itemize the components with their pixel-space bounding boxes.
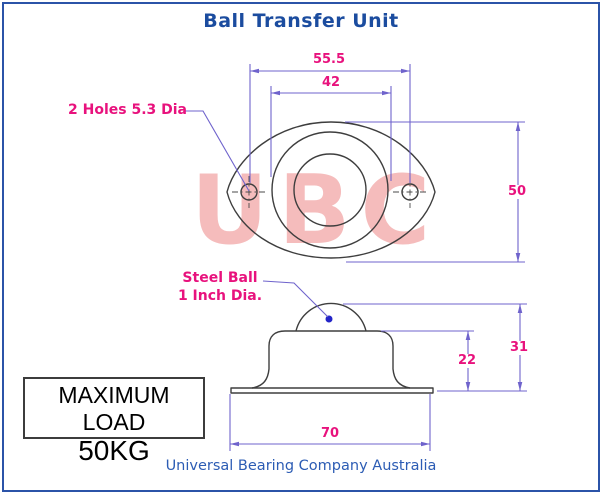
dim-base-width: 70 bbox=[320, 426, 340, 441]
dim-hole-spacing: 55.5 bbox=[312, 52, 346, 67]
ball-marker-dot bbox=[325, 315, 333, 323]
holes-label: 2 Holes 5.3 Dia bbox=[68, 102, 187, 118]
page-title: Ball Transfer Unit bbox=[203, 10, 399, 32]
housing-circle bbox=[271, 131, 389, 249]
dim-total-height: 31 bbox=[508, 340, 531, 355]
steel-ball-leader-line bbox=[262, 280, 329, 318]
dimension-arrowheads bbox=[230, 68, 523, 447]
dim-flange-height: 50 bbox=[506, 184, 529, 199]
side-view-outline bbox=[230, 302, 434, 394]
ball-dome bbox=[295, 302, 367, 332]
cup-profile bbox=[251, 330, 411, 389]
dimension-lines bbox=[185, 64, 527, 451]
top-view-outline bbox=[226, 121, 436, 259]
hole-center-marks bbox=[232, 176, 427, 208]
ball-circle-top-view bbox=[293, 153, 367, 227]
flange-outline bbox=[226, 121, 436, 259]
steel-ball-label-line1: Steel Ball bbox=[182, 270, 258, 286]
steel-ball-label: Steel Ball 1 Inch Dia. bbox=[168, 271, 272, 303]
steel-ball-label-line2: 1 Inch Dia. bbox=[177, 288, 263, 304]
maximum-load-text: MAXIMUM LOAD bbox=[58, 382, 170, 435]
base-plate bbox=[230, 387, 434, 394]
maximum-load-plate: MAXIMUM LOAD 50KG bbox=[23, 377, 205, 465]
maximum-load-value: 50KG bbox=[78, 435, 150, 466]
holes-leader-line bbox=[185, 110, 250, 192]
dim-housing-diameter: 42 bbox=[321, 75, 341, 90]
company-footer: Universal Bearing Company Australia bbox=[165, 458, 437, 474]
dim-cup-height: 22 bbox=[456, 353, 479, 368]
